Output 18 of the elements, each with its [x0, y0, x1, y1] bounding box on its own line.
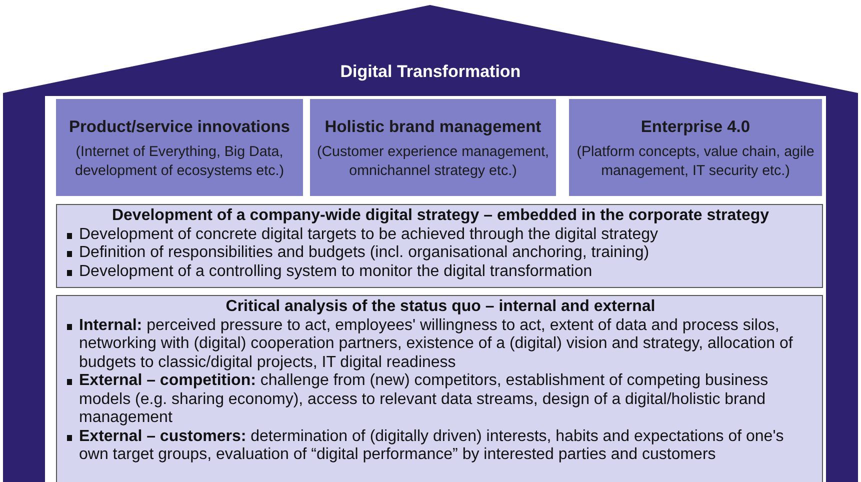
pillar-box: [56, 99, 303, 196]
bullet-text: Development of concrete digital targets to be achieved through the digital strategy: [79, 226, 658, 242]
pillar-description: (Internet of Everything, Big Data, development of ecosystems etc.): [75, 144, 284, 179]
pillar-heading: Product/service innovations: [69, 118, 290, 136]
content-panel: [56, 295, 823, 482]
roof-title: Digital Transformation: [340, 62, 521, 81]
pillar-description: (Customer experience management, omnichannel strategy etc.): [316, 144, 550, 179]
content-panel: [56, 204, 823, 288]
pillar-description: (Platform concepts, value chain, agile management, IT security etc.): [576, 144, 814, 179]
panel-heading: Development of a company-wide digital strategy – embedded in the corporate strategy: [112, 207, 770, 224]
pillar-box: [310, 99, 556, 196]
bullet-text: Definition of responsibilities and budgets (incl. organisational anchoring, training): [79, 244, 650, 261]
pillar-heading: Enterprise 4.0: [640, 118, 750, 136]
pillar-box: [569, 99, 822, 196]
bullet-text: Development of a controlling system to monitor the digital transformation: [79, 262, 592, 280]
pillar-heading: Holistic brand management: [324, 118, 542, 136]
bullet-text: External – customers: determination of (digitally driven) interests, habits and expectations of one's own target groups, evaluation of “digital performance” by interested parties and customers: [79, 428, 784, 463]
panel-heading: Critical analysis of the status quo – internal and external: [226, 298, 656, 315]
